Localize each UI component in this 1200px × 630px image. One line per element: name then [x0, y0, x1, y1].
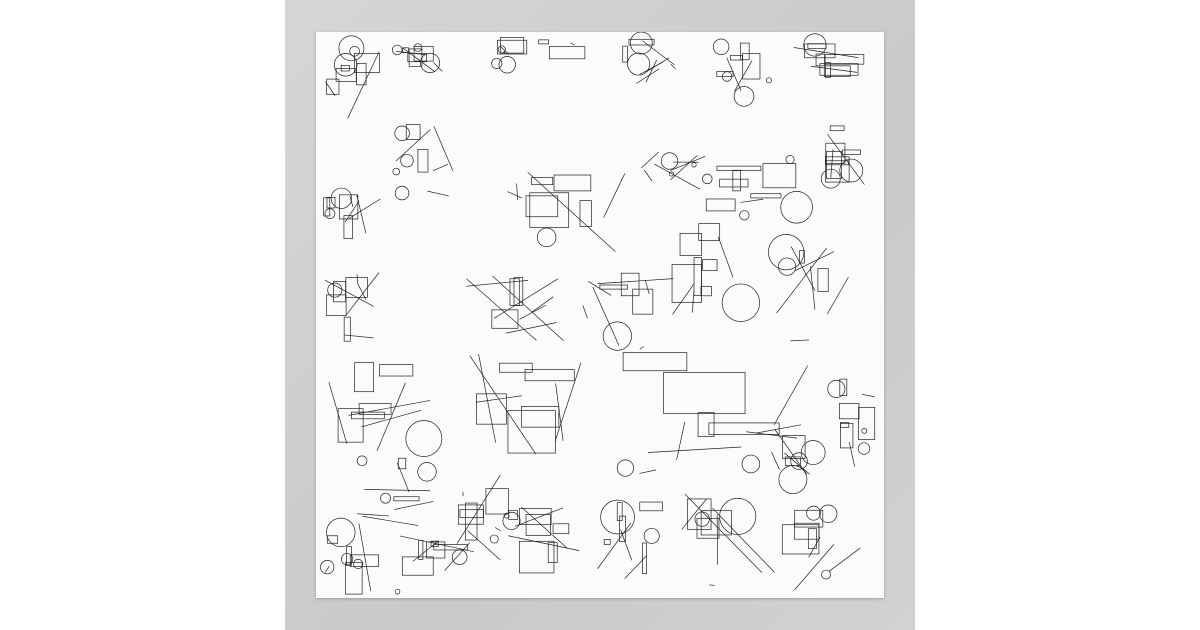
patent-drawing — [392, 124, 454, 201]
patent-drawing — [793, 33, 865, 78]
patent-drawing — [820, 125, 865, 189]
patent-drawing — [681, 493, 775, 586]
patent-drawing — [705, 155, 813, 224]
patent-drawing — [469, 353, 582, 455]
poster — [316, 32, 884, 598]
patent-drawing — [781, 504, 861, 591]
patent-drawing — [323, 187, 381, 239]
patent-drawings-collage — [320, 32, 876, 595]
patent-drawing — [622, 32, 676, 84]
patent-drawing — [456, 475, 521, 561]
patent-drawing — [507, 171, 626, 252]
patent-drawing — [741, 424, 826, 475]
patent-drawing — [328, 362, 443, 457]
patent-drawing — [712, 38, 772, 107]
patent-drawing — [391, 43, 443, 73]
patent-drawing — [597, 499, 663, 579]
patent-drawing — [320, 517, 379, 595]
patent-drawing — [466, 275, 564, 342]
patent-drawing — [325, 35, 380, 119]
patent-drawing — [671, 223, 760, 322]
patent-drawing — [324, 272, 380, 342]
patent-drawing — [768, 234, 849, 342]
patent-drawing — [394, 535, 474, 595]
patent-drawing — [582, 272, 674, 351]
patent-drawing — [503, 506, 580, 574]
patent-drawing — [827, 378, 876, 467]
patent-drawing — [616, 352, 809, 494]
patent-drawing — [491, 37, 586, 74]
patent-drawing — [356, 455, 437, 526]
patent-drawing — [641, 151, 713, 190]
